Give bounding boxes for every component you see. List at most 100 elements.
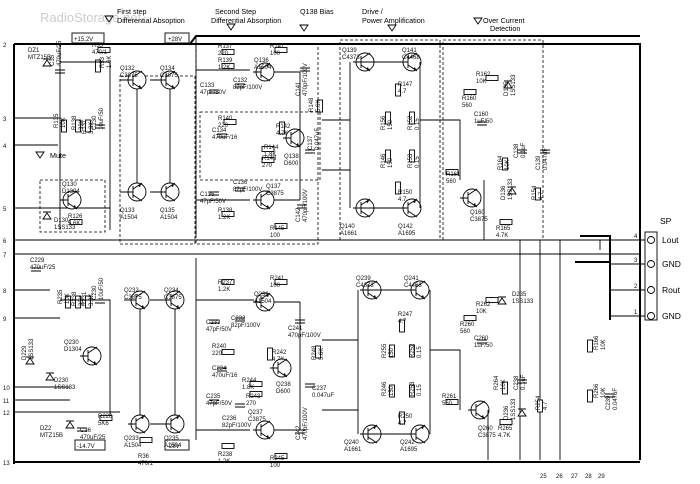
right-ref-label: Q230 (64, 340, 79, 346)
left-resistor (409, 149, 415, 163)
sp-terminal-num: 2 (634, 284, 638, 290)
right-value-label: 1.2K (218, 287, 230, 293)
bottom-pin-label: 29 (598, 474, 605, 480)
right-ref-label: DZ2 (40, 426, 52, 432)
right-diode (25, 356, 35, 365)
right-ref-label: C239 (606, 395, 612, 410)
right-ref-label: R245 (270, 456, 285, 462)
sp-terminal-label: Lout (662, 235, 679, 245)
left-transistor (158, 182, 180, 202)
right-ref-label: Q237 (248, 410, 263, 416)
right-resistor (249, 381, 263, 387)
bottom-pin-label: 26 (556, 474, 563, 480)
header-mute: Mute (50, 151, 66, 160)
right-ref-label: R266 (594, 383, 600, 398)
left-ref-label: R35 (92, 43, 104, 49)
right-value-label: 82pF/100V (231, 323, 260, 329)
right-ref-label: R264 (494, 375, 500, 390)
right-ref-label: D235 (512, 292, 527, 298)
left-value-label: 100 (270, 233, 281, 239)
right-ref-label: R240 (212, 344, 227, 350)
circuit-wire (60, 299, 176, 425)
left-ref-label: C136 (233, 180, 248, 186)
left-ref-label: C35 (50, 54, 56, 66)
right-ref-label: D229 (22, 345, 28, 360)
left-ref-label: C130 (92, 115, 98, 130)
left-capacitor (95, 124, 105, 129)
left-value-label: 150 (388, 157, 394, 168)
right-capacitor (305, 383, 315, 388)
left-resistor (221, 63, 235, 69)
left-ref-label: C135 (200, 192, 215, 198)
right-resistor (221, 279, 235, 285)
right-value-label: 100 (270, 283, 281, 289)
right-value-label: 5.6K (319, 348, 325, 360)
left-value-label: 1.8K (264, 152, 276, 158)
left-capacitor (297, 204, 307, 209)
left-value-label: 470pF/100V (303, 63, 309, 96)
sp-terminal-icon (647, 260, 655, 268)
right-resistor (221, 349, 235, 355)
pin-label: 4 (3, 144, 7, 150)
bottom-pin-label: 28 (585, 474, 592, 480)
right-ref-label: R247 (398, 312, 413, 318)
sp-terminal-icon (647, 236, 655, 244)
right-resistor (399, 411, 405, 425)
left-capacitor (209, 191, 219, 196)
right-ref-label: R237 (218, 280, 233, 286)
right-value-label: C3875 (124, 295, 142, 301)
right-ref-label: R231 (82, 291, 88, 306)
left-value-label: 10K (61, 117, 67, 128)
pin-label: 7 (3, 253, 7, 259)
left-transistor (283, 128, 305, 148)
right-value-label: 560 (460, 329, 471, 335)
supply-minus28: -28V (167, 444, 180, 450)
supply-box-minus14 (74, 439, 106, 451)
left-ref-label: C134 (212, 128, 227, 134)
right-value-label: 82pF/100V (222, 423, 251, 429)
left-capacitor (55, 69, 65, 74)
header-first-diff: Differential Absoption (117, 16, 185, 25)
right-transistor (253, 292, 275, 312)
pin-label: 11 (3, 399, 10, 405)
right-value-label: 4.7 (398, 319, 407, 325)
left-ref-label: D136 (501, 185, 507, 200)
right-resistor (399, 319, 405, 333)
left-diode (42, 211, 52, 220)
right-resistor (499, 419, 513, 425)
right-value-label: C3875 (164, 295, 182, 301)
right-ref-label: R262 (476, 302, 491, 308)
right-value-label: 220 (212, 351, 223, 357)
header-first-step: First step (117, 7, 147, 16)
right-resistor (389, 384, 395, 398)
right-value-label: D600 (276, 389, 291, 395)
left-value-label: 220 (218, 123, 229, 129)
right-resistor (587, 339, 593, 353)
left-resistor (261, 146, 275, 152)
right-ref-label: C237 (312, 386, 327, 392)
header-power-amp: Power Amplification (362, 16, 425, 25)
right-value-label: 4.7 (398, 421, 407, 427)
left-ref-label: Q160 (470, 210, 485, 216)
left-ref-label: R152 (408, 115, 414, 130)
right-capacitor (605, 393, 615, 398)
left-resistor (95, 59, 101, 73)
circuit-wire (196, 299, 358, 431)
right-ref-label: R248 (312, 345, 318, 360)
left-ref-label: R142 (276, 124, 291, 130)
left-capacitor (517, 149, 527, 154)
right-ref-label: R228 (98, 414, 113, 420)
left-capacitor (300, 67, 310, 72)
left-value-label: 0.047uF (315, 128, 321, 150)
left-value-label: 150 (388, 119, 394, 130)
left-value-label: 47pF/50V (200, 199, 226, 205)
left-resistor (485, 75, 499, 81)
right-resistor (139, 437, 153, 443)
right-value-label: 100 (270, 463, 281, 469)
left-capacitor (217, 133, 227, 138)
right-value-label: C4373 (356, 283, 374, 289)
left-value-label: 4.7 (398, 197, 407, 203)
sp-terminal-label: GND (662, 259, 681, 269)
left-value-label: A1695 (398, 231, 416, 237)
right-ref-label: R241 (270, 276, 285, 282)
